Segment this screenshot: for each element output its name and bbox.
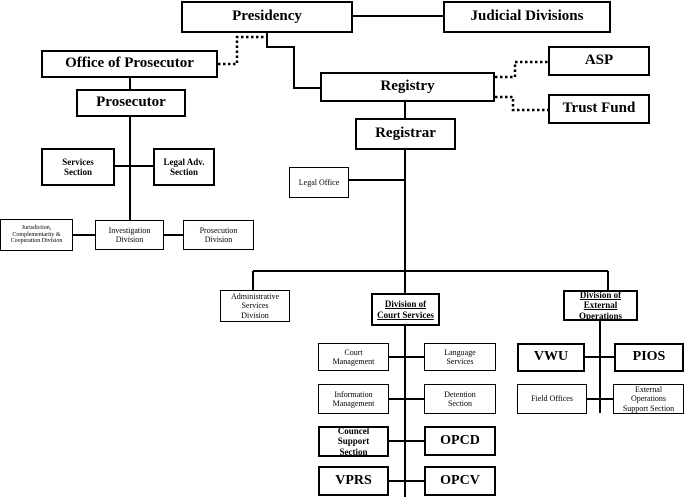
court-management-box: Court Management	[318, 343, 389, 371]
opcd-box: OPCD	[424, 426, 496, 456]
opcv-box: OPCV	[424, 466, 496, 496]
legal-office-box: Legal Office	[289, 167, 349, 198]
external-operations-support-section-box: External Operations Support Section	[613, 384, 684, 414]
investigation-division-box: Investigation Division	[95, 220, 164, 250]
services-section-box: Services Section	[41, 148, 115, 186]
asp-box: ASP	[548, 46, 650, 76]
registry-box: Registry	[320, 72, 495, 102]
presidency-box: Presidency	[181, 1, 353, 33]
vprs-box: VPRS	[318, 466, 389, 496]
language-services-box: Language Services	[424, 343, 496, 371]
vwu-box: VWU	[517, 343, 585, 372]
prosecutor-box: Prosecutor	[76, 89, 186, 117]
pios-box: PIOS	[614, 343, 684, 372]
field-offices-box: Field Offices	[517, 384, 587, 414]
judicial-divisions-box: Judicial Divisions	[443, 1, 611, 33]
detention-section-box: Detention Section	[424, 384, 496, 414]
registrar-box: Registrar	[355, 118, 456, 150]
division-of-external-operations-box: Division of External Operations	[563, 290, 638, 321]
division-of-court-services-box: Division of Court Services	[371, 293, 440, 326]
jurisdiction-division-box: Jurisdiction, Complementarity & Cooperat…	[0, 219, 73, 251]
information-management-box: Information Management	[318, 384, 389, 414]
prosecution-division-box: Prosecution Division	[183, 220, 254, 250]
trust-fund-box: Trust Fund	[548, 94, 650, 124]
office-of-prosecutor-box: Office of Prosecutor	[41, 50, 218, 78]
administrative-services-division-box: Administrative Services Division	[220, 290, 290, 322]
councel-support-section-box: Councel Support Section	[318, 426, 389, 457]
legal-adv-section-box: Legal Adv. Section	[153, 148, 215, 186]
